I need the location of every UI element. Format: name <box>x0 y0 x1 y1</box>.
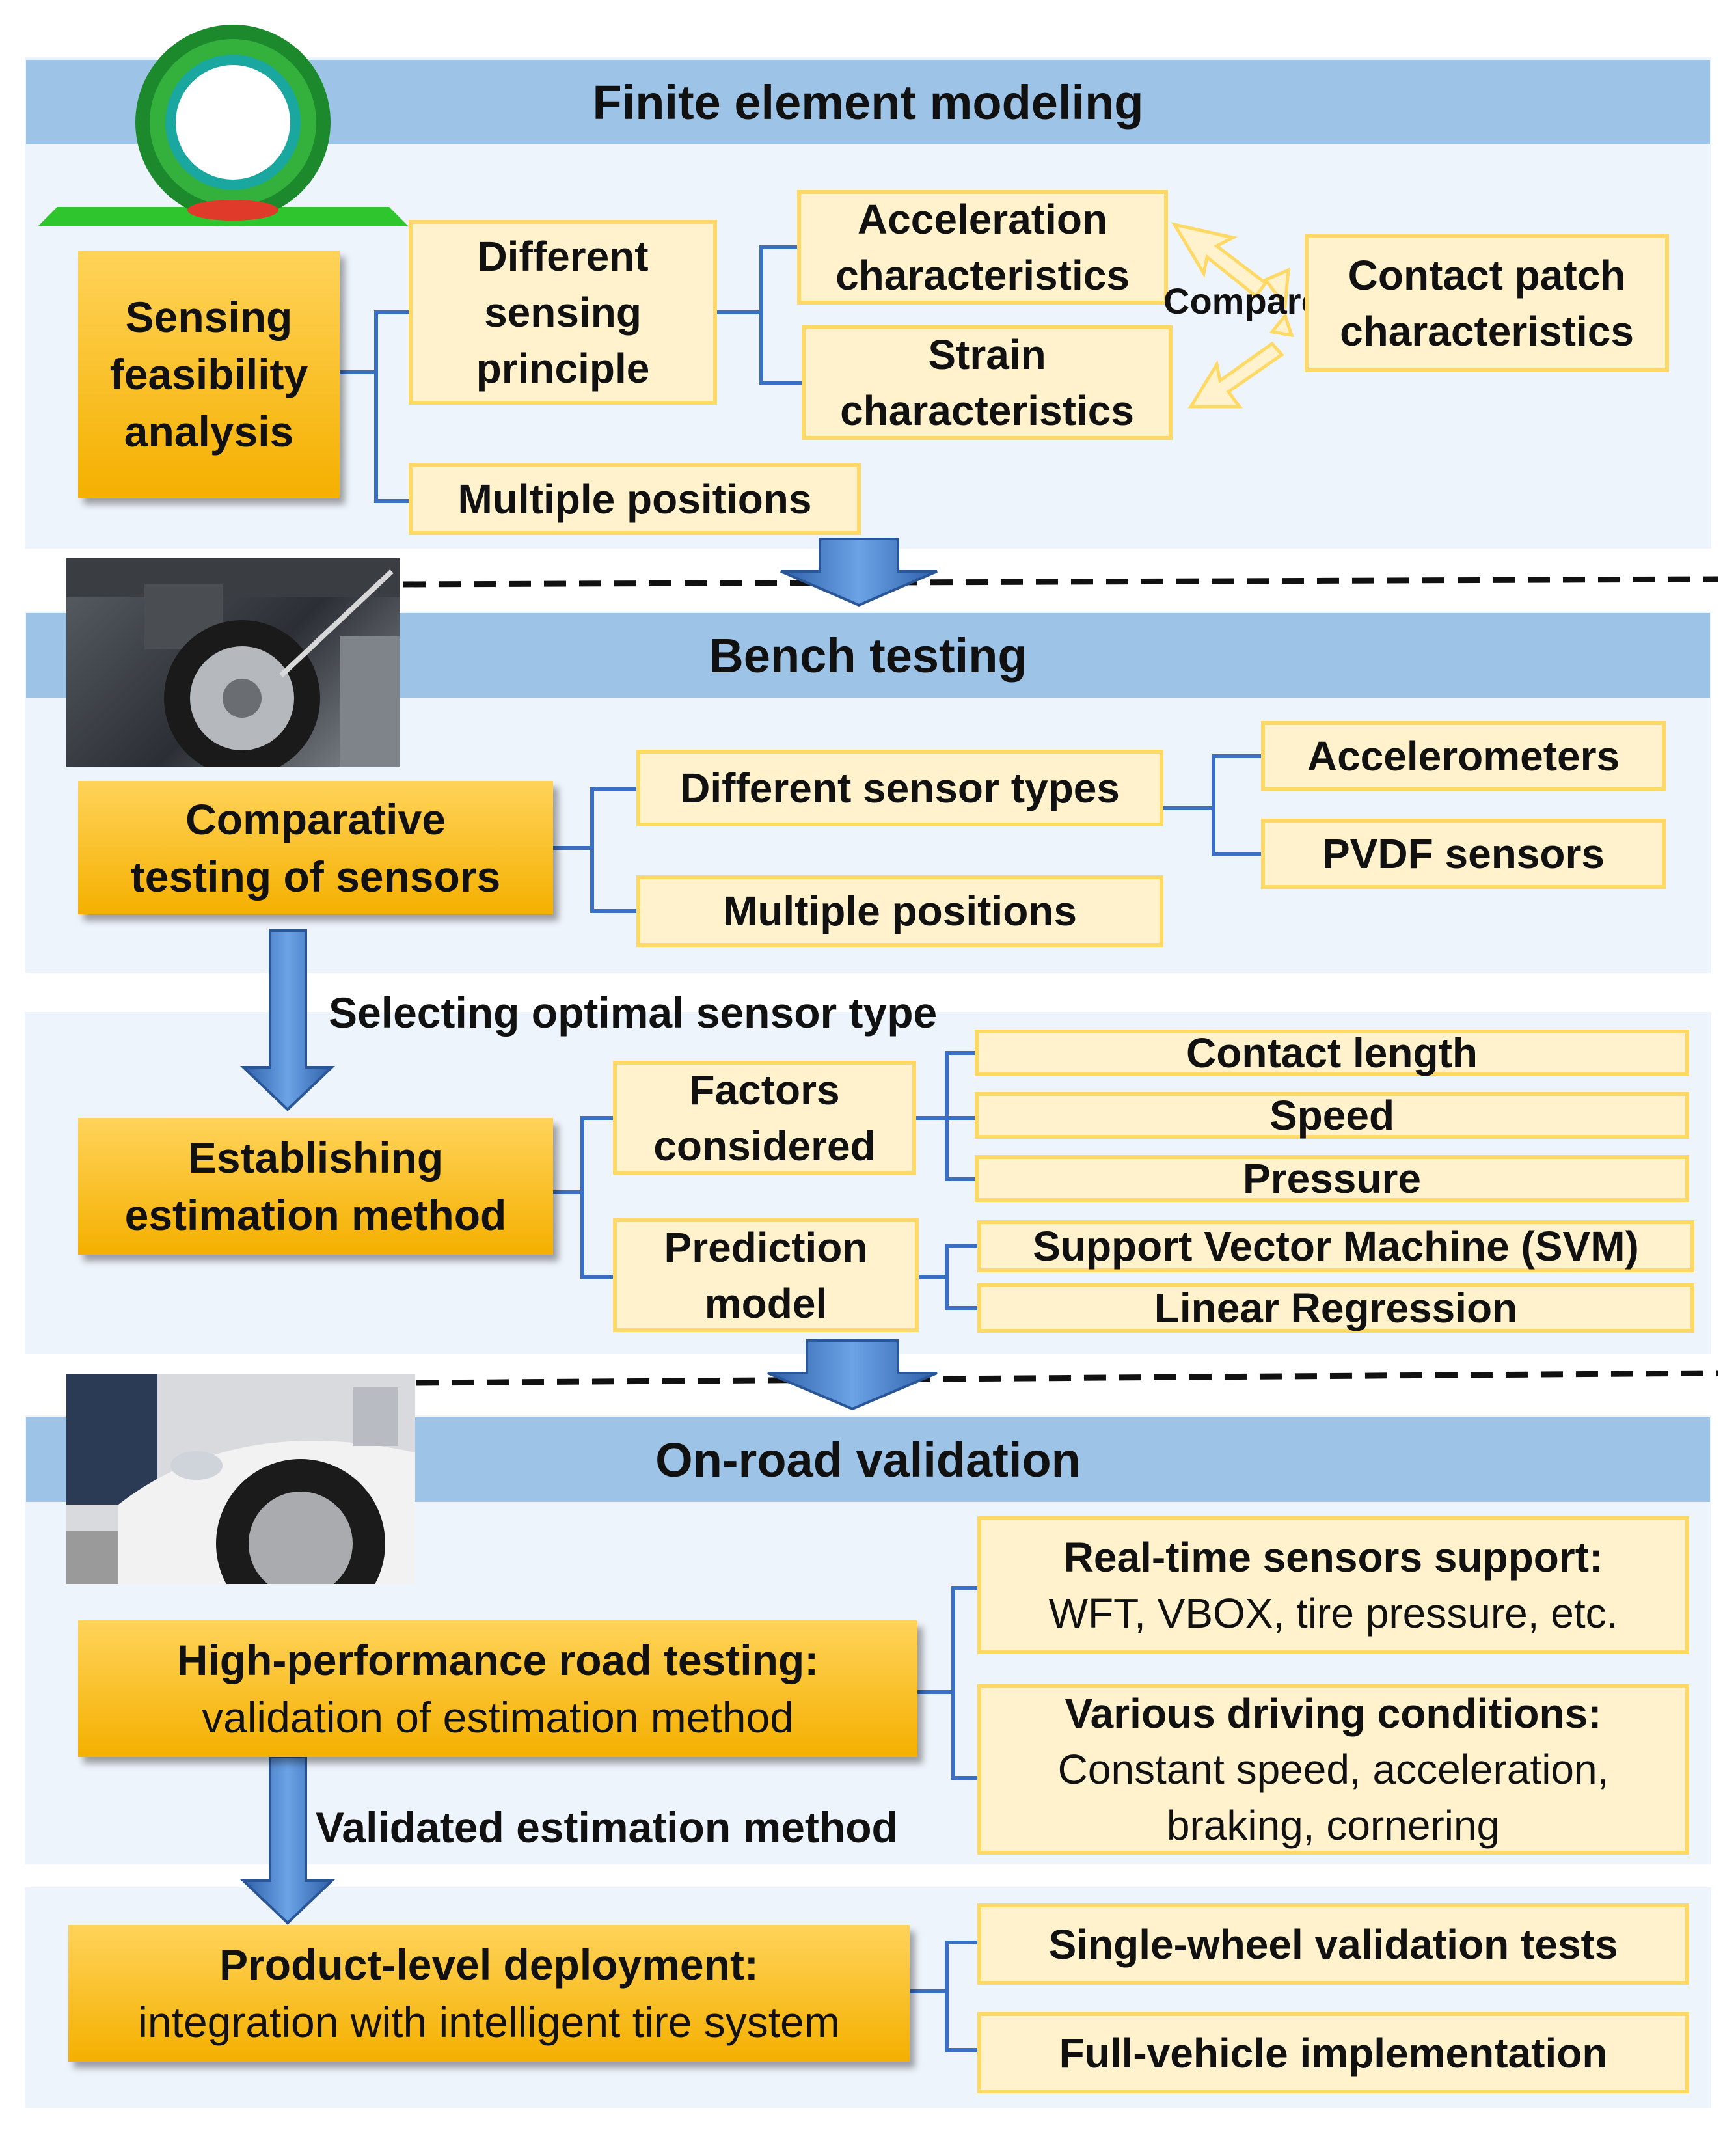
sensing-line-3: analysis <box>124 407 294 456</box>
single-wheel-text: Single-wheel validation tests <box>1048 1920 1618 1968</box>
svm-text: Support Vector Machine (SVM) <box>1033 1223 1639 1270</box>
driving-sub-1: Constant speed, acceleration, <box>1057 1746 1609 1793</box>
different-principle-box: Different sensing principle <box>409 220 717 405</box>
full-vehicle-text: Full-vehicle implementation <box>1059 2029 1608 2077</box>
strain-characteristics-box: Strain characteristics <box>802 325 1173 440</box>
strain-line-2: characteristics <box>840 387 1134 434</box>
full-vehicle-box: Full-vehicle implementation <box>977 2012 1689 2093</box>
establishing-line-2: estimation method <box>124 1191 507 1239</box>
realtime-sensors-box: Real-time sensors support: WFT, VBOX, ti… <box>977 1516 1689 1654</box>
linear-regression-box: Linear Regression <box>977 1283 1694 1333</box>
realtime-title: Real-time sensors support: <box>1063 1534 1603 1581</box>
svm-box: Support Vector Machine (SVM) <box>977 1220 1694 1272</box>
sensor-types-text: Different sensor types <box>680 765 1120 811</box>
compare-label: Compare <box>1163 280 1322 321</box>
accelerometers-text: Accelerometers <box>1307 733 1620 780</box>
acceleration-characteristics-box: Acceleration characteristics <box>797 190 1168 305</box>
pvdf-text: PVDF sensors <box>1322 830 1605 877</box>
speed-text: Speed <box>1269 1092 1395 1139</box>
road-main-title: High-performance road testing: <box>176 1636 819 1684</box>
pvdf-sensors-box: PVDF sensors <box>1261 819 1666 889</box>
tire-fem-image <box>38 25 409 226</box>
driving-title: Various driving conditions: <box>1065 1690 1602 1737</box>
strain-line-1: Strain <box>928 331 1046 378</box>
deploy-main-title: Product-level deployment: <box>219 1941 759 1989</box>
road-title: On-road validation <box>655 1432 1081 1487</box>
driving-sub-2: braking, cornering <box>1166 1802 1500 1849</box>
establishing-line-1: Establishing <box>187 1134 444 1182</box>
fem-title: Finite element modeling <box>592 75 1144 130</box>
deploy-main-sub: integration with intelligent tire system <box>138 1998 840 2046</box>
bench-positions-text: Multiple positions <box>723 888 1077 934</box>
factors-considered-box: Factors considered <box>613 1061 916 1175</box>
sensing-line-1: Sensing <box>125 293 293 341</box>
linear-text: Linear Regression <box>1154 1285 1518 1331</box>
driving-conditions-box: Various driving conditions: Constant spe… <box>977 1684 1689 1855</box>
accelerometers-box: Accelerometers <box>1261 721 1666 791</box>
prediction-line-2: model <box>704 1279 828 1327</box>
road-main-sub: validation of estimation method <box>202 1693 794 1741</box>
prediction-line-1: Prediction <box>664 1223 868 1271</box>
speed-box: Speed <box>975 1092 1689 1139</box>
fem-positions-text: Multiple positions <box>457 476 812 523</box>
single-wheel-box: Single-wheel validation tests <box>977 1903 1689 1985</box>
bench-multiple-positions-box: Multiple positions <box>636 875 1163 947</box>
principle-line-3: principle <box>476 345 650 392</box>
pressure-box: Pressure <box>975 1155 1689 1202</box>
comparative-line-2: testing of sensors <box>130 852 501 901</box>
principle-line-2: sensing <box>484 289 642 336</box>
factors-line-1: Factors <box>689 1066 840 1113</box>
realtime-sub: WFT, VBOX, tire pressure, etc. <box>1048 1590 1618 1637</box>
contact-length-box: Contact length <box>975 1030 1689 1076</box>
fem-multiple-positions-box: Multiple positions <box>409 463 861 535</box>
product-deployment-box: Product-level deployment: integration wi… <box>68 1925 910 2062</box>
sensor-types-box: Different sensor types <box>636 750 1163 826</box>
sensing-line-2: feasibility <box>109 350 308 398</box>
prediction-model-box: Prediction model <box>613 1218 919 1332</box>
selecting-sensor-label: Selecting optimal sensor type <box>329 989 938 1037</box>
contact-patch-box: Contact patch characteristics <box>1305 234 1669 372</box>
contact-line-2: characteristics <box>1340 308 1634 355</box>
contact-length-text: Contact length <box>1186 1030 1478 1076</box>
bench-title: Bench testing <box>709 628 1027 683</box>
road-photo <box>66 1374 415 1584</box>
establishing-estimation-box: Establishing estimation method <box>78 1118 553 1255</box>
road-testing-box: High-performance road testing: validatio… <box>78 1620 917 1757</box>
accel-line-1: Acceleration <box>857 196 1108 243</box>
contact-line-1: Contact patch <box>1348 252 1626 299</box>
principle-line-1: Different <box>477 233 649 280</box>
accel-line-2: characteristics <box>835 252 1130 299</box>
comparative-line-1: Comparative <box>185 795 446 843</box>
comparative-testing-box: Comparative testing of sensors <box>78 781 553 914</box>
validated-method-label: Validated estimation method <box>316 1803 898 1851</box>
sensing-feasibility-box: Sensing feasibility analysis <box>78 251 340 498</box>
pressure-text: Pressure <box>1243 1155 1421 1202</box>
bench-photo <box>66 558 400 767</box>
factors-line-2: considered <box>653 1122 876 1169</box>
